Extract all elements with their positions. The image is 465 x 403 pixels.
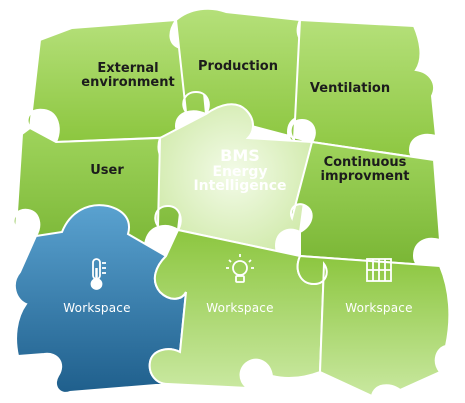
label-bms: BMS Energy Intelligence bbox=[190, 146, 290, 195]
label-workspace-center: Workspace bbox=[206, 301, 274, 315]
window-icon bbox=[366, 258, 392, 282]
label-bms-line2: Energy bbox=[212, 163, 268, 180]
label-external-line1: External bbox=[97, 61, 159, 76]
label-external-environment: External environment bbox=[78, 62, 178, 89]
piece-bms bbox=[154, 103, 314, 260]
label-continuous-line1: Continuous bbox=[323, 155, 407, 170]
label-external-line2: environment bbox=[81, 74, 175, 90]
thermometer-icon bbox=[90, 258, 106, 290]
label-bms-line1: BMS bbox=[220, 146, 260, 165]
label-user: User bbox=[90, 163, 124, 178]
label-production: Production bbox=[198, 59, 278, 74]
label-continuous-line2: improvment bbox=[320, 168, 410, 184]
label-continuous: Continuous improvment bbox=[310, 156, 420, 183]
label-bms-line3: Intelligence bbox=[193, 178, 287, 195]
label-workspace-right: Workspace bbox=[345, 301, 413, 315]
label-ventilation: Ventilation bbox=[309, 81, 391, 96]
label-workspace-blue: Workspace bbox=[63, 301, 131, 315]
piece-ventilation bbox=[289, 18, 438, 164]
piece-workspace-right bbox=[296, 254, 451, 398]
lightbulb-icon bbox=[226, 254, 254, 283]
